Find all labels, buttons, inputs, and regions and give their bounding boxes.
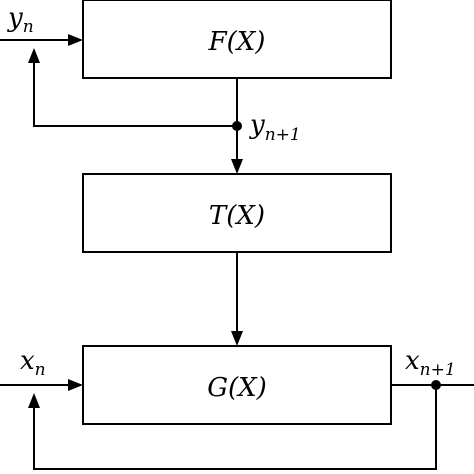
block-f (82, 0, 392, 79)
x-feedback-arrowhead (28, 393, 40, 408)
signal-x-n-label: xn (20, 346, 46, 380)
block-t (82, 173, 392, 253)
signal-y-n-plus-1-label: yn+1 (249, 110, 301, 145)
x-feedback-wire (33, 385, 437, 470)
block-t-label: T(X) (209, 201, 265, 231)
f-to-t-arrowhead (231, 159, 243, 174)
block-g (82, 345, 392, 425)
signal-y-n-label: yn (7, 3, 34, 37)
y-feedback-arrowhead (28, 48, 40, 63)
block-f-label: F(X) (208, 27, 266, 57)
signal-x-n-plus-1-label: xn+1 (405, 346, 456, 380)
input-x-arrowhead (68, 379, 83, 391)
y-feedback-wire (33, 62, 237, 127)
t-to-g-arrowhead (231, 331, 243, 346)
input-y-arrowhead (68, 34, 83, 46)
block-g-label: G(X) (207, 373, 267, 403)
